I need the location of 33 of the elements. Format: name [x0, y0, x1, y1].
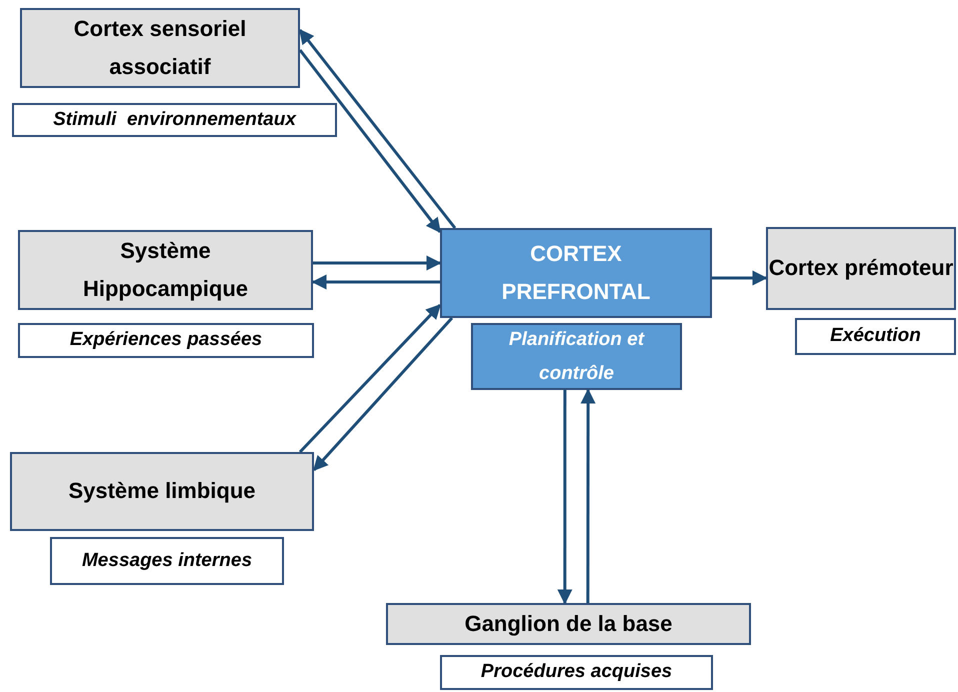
node-label: Système limbique	[68, 477, 256, 506]
arrow	[557, 390, 572, 604]
node-label: Cortex sensoriel associatif	[72, 14, 248, 81]
node-label: Planification et contrôle	[508, 328, 646, 386]
region-box	[766, 227, 956, 310]
node-label: Stimuli environnementaux	[53, 108, 296, 132]
arrow	[312, 274, 440, 290]
node-label: Système Hippocampique	[82, 236, 249, 303]
node-label: Expériences passées	[70, 329, 262, 352]
arrow	[312, 317, 454, 472]
node-label: Messages internes	[82, 550, 252, 572]
annotation-box	[795, 318, 956, 355]
annotation-box	[471, 323, 682, 390]
region-box	[386, 603, 751, 645]
region-box	[18, 230, 313, 310]
annotation-box	[12, 103, 337, 137]
arrow	[712, 270, 768, 286]
annotation-box	[440, 655, 713, 690]
node-label: Ganglion de la base	[464, 610, 672, 638]
annotation-box	[18, 323, 314, 358]
region-box	[20, 8, 300, 88]
node-label: Procédures acquises	[480, 661, 672, 684]
arrow	[298, 28, 456, 229]
region-box	[440, 228, 712, 318]
annotation-box	[50, 537, 284, 585]
arrow	[298, 49, 442, 234]
node-label: CORTEX PREFRONTAL	[500, 240, 652, 306]
arrow	[313, 256, 442, 270]
arrow	[298, 304, 442, 454]
node-label: Cortex prémoteur	[768, 254, 954, 282]
region-box	[10, 452, 314, 531]
node-label: Exécution	[830, 325, 921, 348]
arrow	[580, 388, 596, 603]
